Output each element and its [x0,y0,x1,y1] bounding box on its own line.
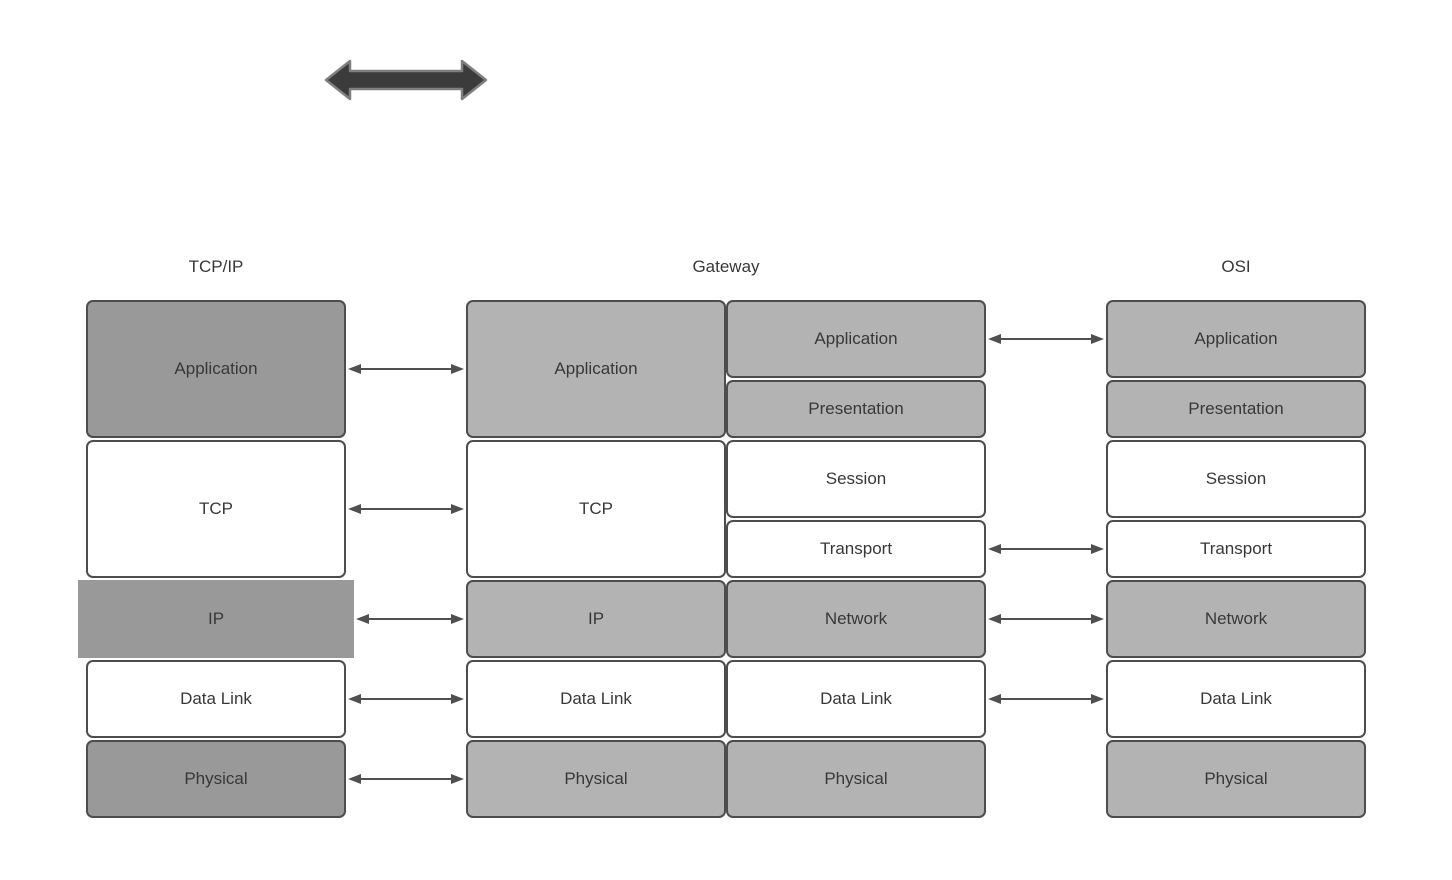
layer-label: Presentation [1188,399,1284,418]
layer-box-network: Network [726,580,986,658]
double-headed-arrow [988,614,1104,624]
layer-label: Transport [1199,539,1273,558]
layer-label: Physical [564,769,628,788]
double-headed-arrow [988,694,1104,704]
layer-label: Application [554,359,638,378]
thick-double-arrow-shape [324,59,488,101]
layer-label: TCP [199,499,233,518]
layer-label: Presentation [808,399,904,418]
layer-label: Physical [824,769,888,788]
layer-box-data-link: Data Link [86,660,346,738]
layer-box-physical: Physical [466,740,726,818]
layer-label: Data Link [180,689,252,708]
double-headed-arrow [356,614,464,624]
layer-box-physical: Physical [726,740,986,818]
layer-label: Data Link [820,689,892,708]
layer-label: Application [814,329,898,348]
column-header-tcpip: TCP/IP [188,257,244,276]
layer-box-transport: Transport [1106,520,1366,578]
layer-box-network: Network [1106,580,1366,658]
double-headed-arrow [348,694,464,704]
layer-box-presentation: Presentation [726,380,986,438]
layer-box-ip: IP [78,580,354,658]
layer-box-session: Session [1106,440,1366,518]
layer-box-tcp: TCP [86,440,346,578]
layer-label: Session [1205,469,1267,488]
layer-box-application: Application [466,300,726,438]
layer-label: IP [587,609,605,628]
layer-box-physical: Physical [86,740,346,818]
layer-label: Transport [819,539,893,558]
layer-label: Application [1194,329,1278,348]
layer-box-presentation: Presentation [1106,380,1366,438]
layer-label: Session [825,469,887,488]
layer-box-data-link: Data Link [466,660,726,738]
layer-box-transport: Transport [726,520,986,578]
layer-box-application: Application [1106,300,1366,378]
double-headed-arrow [988,334,1104,344]
column-header-gateway: Gateway [692,257,760,276]
layer-label: Network [824,609,888,628]
double-headed-arrow [348,504,464,514]
double-headed-arrow [988,544,1104,554]
layer-label: Network [1204,609,1268,628]
layer-box-application: Application [726,300,986,378]
layer-label: Data Link [1200,689,1272,708]
layer-box-physical: Physical [1106,740,1366,818]
layer-box-application: Application [86,300,346,438]
layer-label: TCP [579,499,613,518]
layer-label: IP [207,609,225,628]
layer-box-data-link: Data Link [726,660,986,738]
layer-label: Data Link [560,689,632,708]
column-header-osi: OSI [1221,257,1251,276]
layer-label: Physical [1204,769,1268,788]
layer-box-session: Session [726,440,986,518]
layer-box-tcp: TCP [466,440,726,578]
layer-box-data-link: Data Link [1106,660,1366,738]
layer-label: Application [174,359,258,378]
double-headed-arrow [348,774,464,784]
layer-box-ip: IP [466,580,726,658]
double-headed-arrow [348,364,464,374]
layer-label: Physical [184,769,248,788]
